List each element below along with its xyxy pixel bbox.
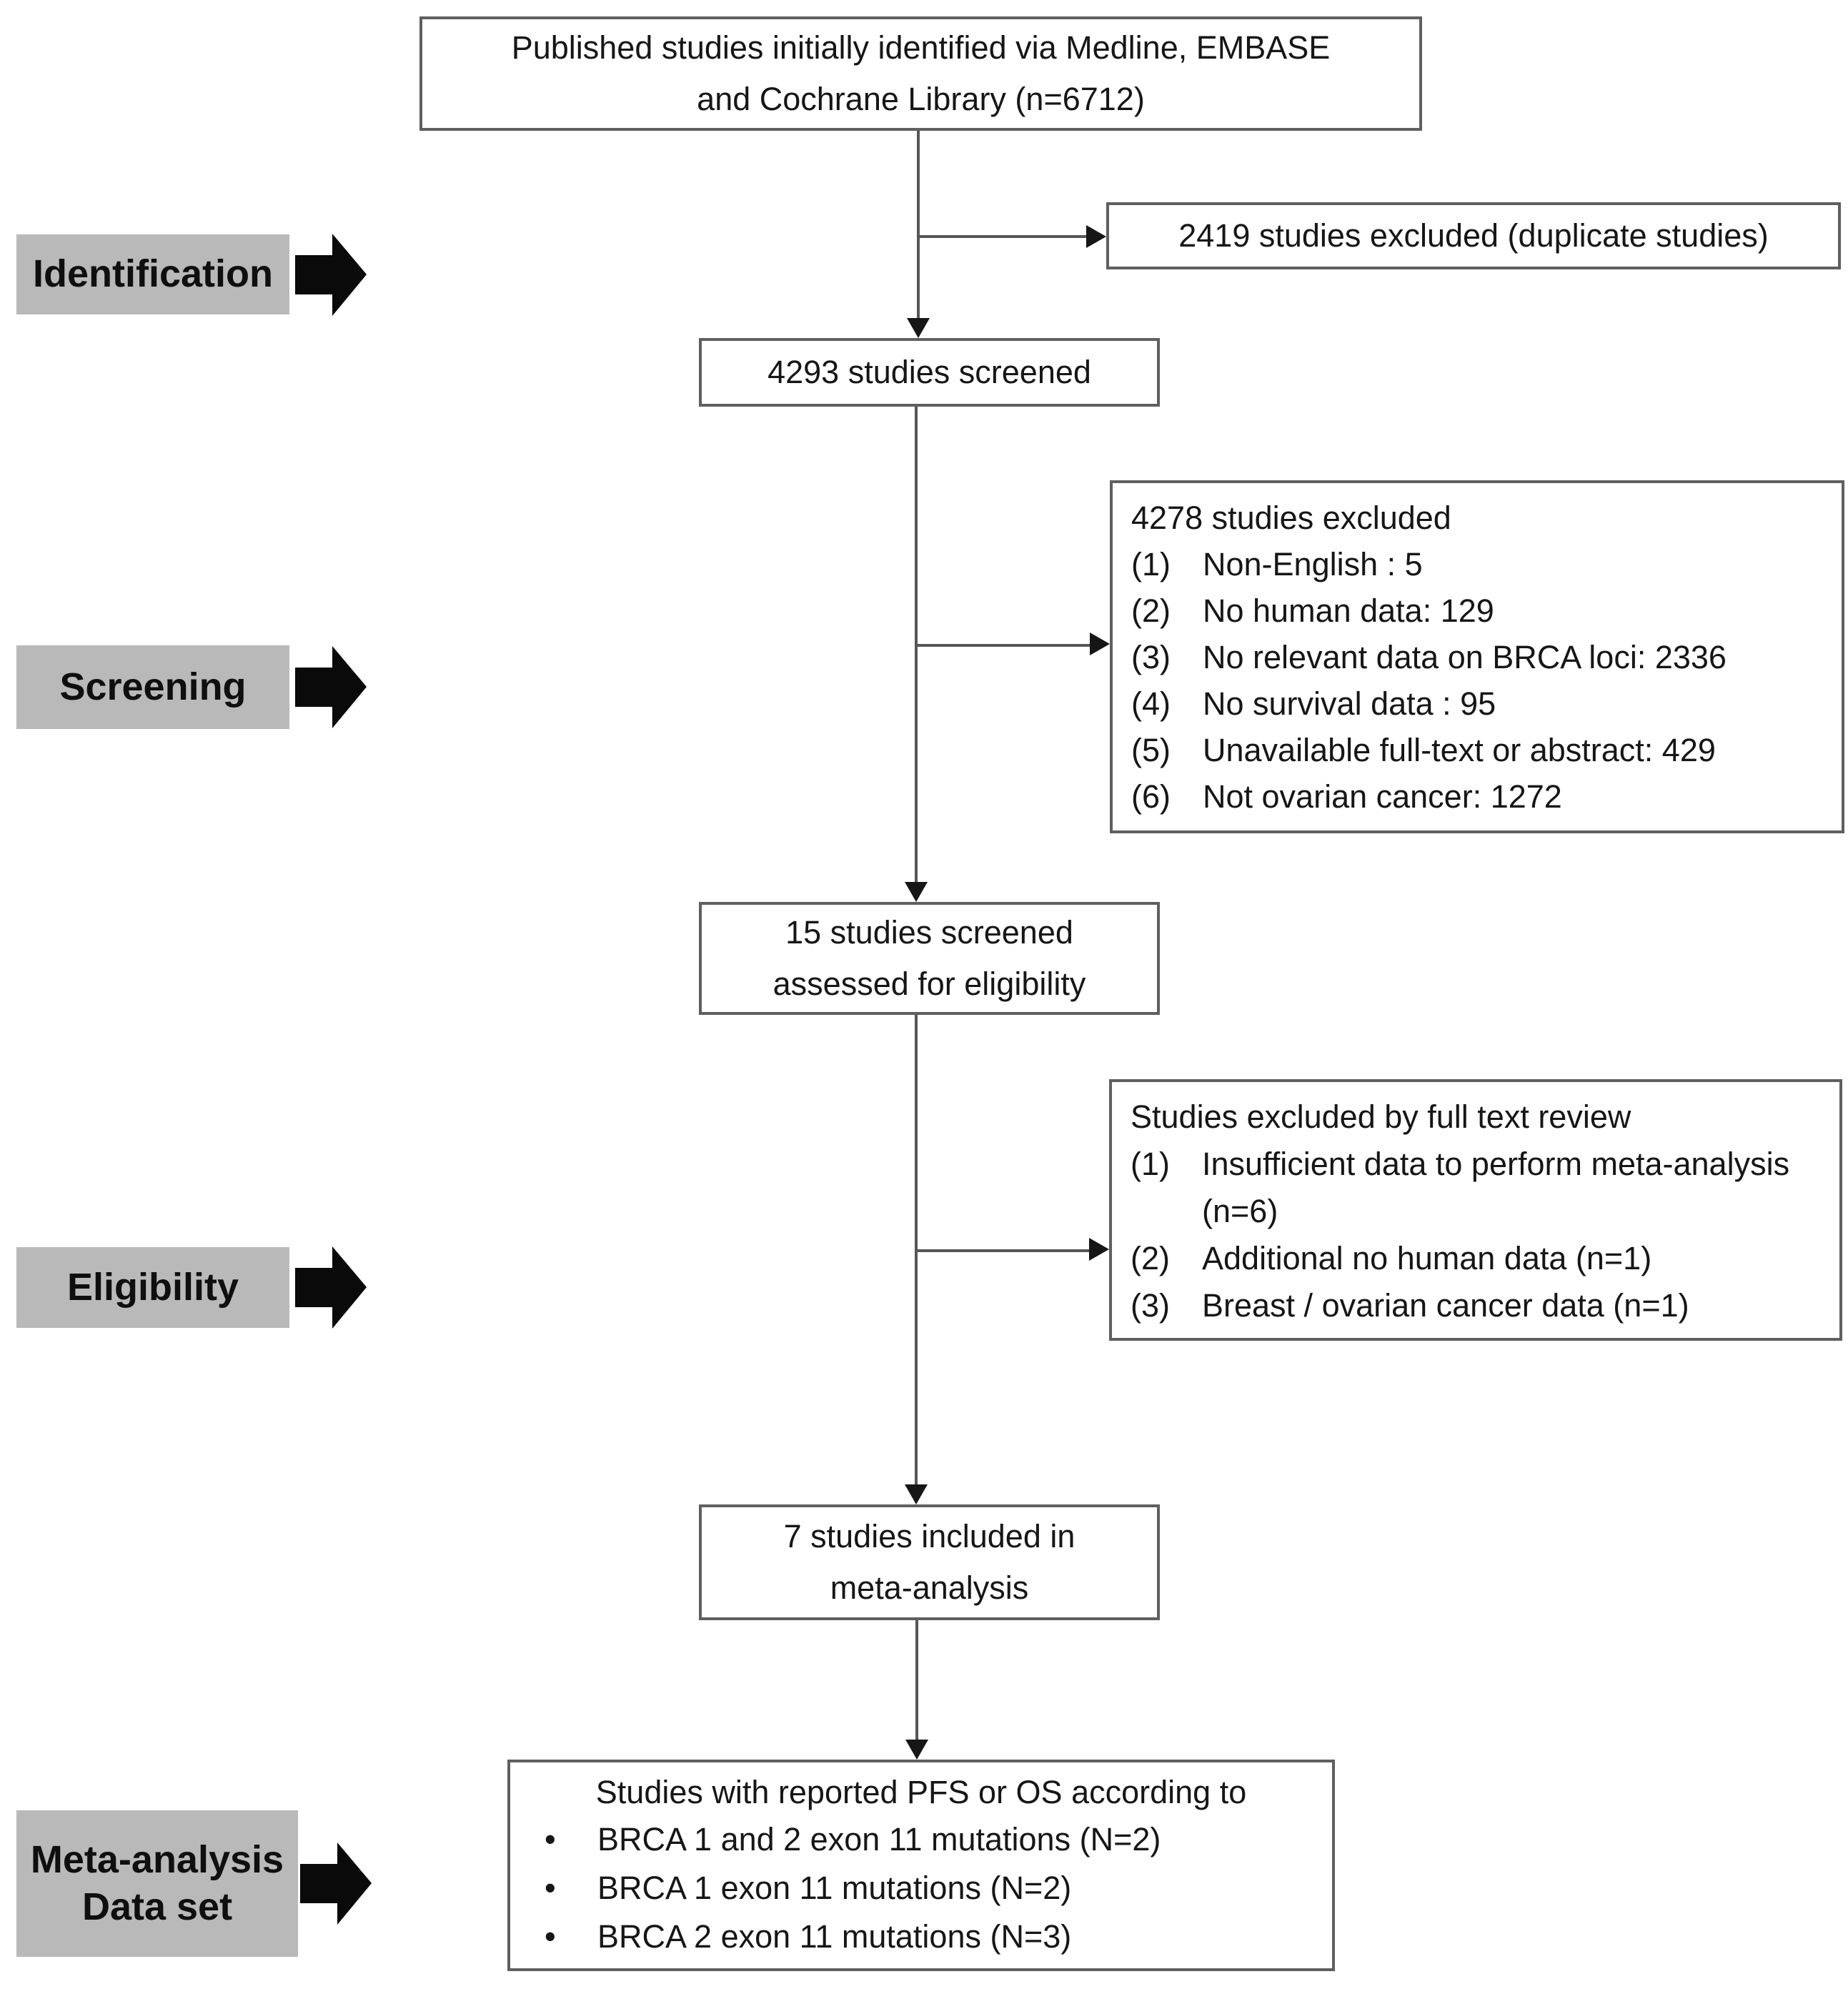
exclusion-item: (3) Breast / ovarian cancer data (n=1) [1131,1282,1825,1329]
box-duplicates-excluded: 2419 studies excluded (duplicate studies… [1106,202,1841,269]
box-included-in-meta-analysis: 7 studies included in meta-analysis [699,1504,1160,1620]
stage-label-text: Screening [59,665,247,708]
stage-label-text: Meta-analysis Data set [30,1837,284,1928]
exclusion-item: (2) No human data: 129 [1131,587,1827,634]
box-screening-excluded: 4278 studies excluded (1) Non-English : … [1110,480,1844,833]
dataset-item: • BRCA 1 exon 11 mutations (N=2) [526,1864,1316,1913]
item-marker: (1) [1131,1146,1170,1182]
item-marker: (3) [1131,1287,1170,1324]
item-marker: (1) [1131,546,1171,582]
connector-identified-screened [917,131,920,318]
connector-branch-screening-excluded [915,644,1090,647]
arrowhead-right-icon [1089,1238,1109,1261]
box-fulltext-excluded: Studies excluded by full text review (1)… [1109,1079,1842,1341]
item-text: Additional no human data (n=1) [1202,1240,1652,1276]
exclusion-item: (6) Not ovarian cancer: 1272 [1131,773,1827,820]
stage-label-screening: Screening [16,645,289,729]
box-text-line: meta-analysis [830,1569,1029,1606]
bullet-icon: • [545,1821,556,1857]
item-text: BRCA 2 exon 11 mutations (N=3) [597,1918,1072,1955]
arrowhead-down-icon [905,1484,928,1504]
dataset-item: • BRCA 2 exon 11 mutations (N=3) [526,1913,1316,1961]
box-text-line: 7 studies included in [783,1518,1075,1554]
stage-arrow-right-icon [295,646,367,728]
item-text: No human data: 129 [1203,592,1494,629]
box-text-line: 4293 studies screened [767,354,1091,390]
item-text: Unavailable full-text or abstract: 429 [1203,732,1716,768]
item-marker: (5) [1131,732,1171,768]
stage-arrow-right-icon [295,234,367,316]
item-text: Non-English : 5 [1203,546,1423,582]
arrowhead-right-icon [1090,633,1110,655]
stage-label-eligibility: Eligibility [16,1247,289,1328]
exclusion-item: (4) No survival data : 95 [1131,680,1827,727]
exclusion-title: Studies excluded by full text review [1131,1098,1631,1135]
item-marker: (2) [1131,1240,1170,1276]
connector-included-dataset [915,1620,918,1740]
stage-arrow-right-icon [300,1842,372,1925]
arrowhead-down-icon [905,882,928,902]
box-assessed-for-eligibility: 15 studies screened assessed for eligibi… [699,902,1160,1015]
box-studies-identified: Published studies initially identified v… [419,16,1422,131]
item-marker: (3) [1131,639,1171,675]
dataset-title: Studies with reported PFS or OS accordin… [595,1774,1247,1810]
item-text: BRCA 1 and 2 exon 11 mutations (N=2) [597,1821,1161,1857]
exclusion-item: (5) Unavailable full-text or abstract: 4… [1131,727,1827,773]
exclusion-item: (1) Non-English : 5 [1131,541,1827,587]
stage-label-text: Eligibility [66,1265,239,1309]
stage-arrow-right-icon [295,1246,367,1329]
item-text: BRCA 1 exon 11 mutations (N=2) [597,1870,1072,1906]
exclusion-item: (1) Insufficient data to perform meta-an… [1131,1141,1825,1235]
bullet-icon: • [545,1918,556,1955]
box-text-line: Published studies initially identified v… [511,29,1331,66]
arrowhead-right-icon [1086,225,1106,248]
item-text: Insufficient data to perform meta-analys… [1202,1146,1790,1229]
box-text-line: assessed for eligibility [773,966,1086,1002]
item-text: Not ovarian cancer: 1272 [1203,778,1562,815]
item-text: Breast / ovarian cancer data (n=1) [1202,1287,1689,1324]
arrowhead-down-icon [905,1740,928,1760]
dataset-item: • BRCA 1 and 2 exon 11 mutations (N=2) [526,1815,1316,1864]
box-text-line: 2419 studies excluded (duplicate studies… [1178,217,1769,254]
box-text-line: and Cochrane Library (n=6712) [697,81,1145,117]
bullet-icon: • [545,1870,556,1906]
box-studies-screened: 4293 studies screened [699,338,1160,407]
connector-branch-fulltext-excluded [915,1249,1089,1252]
stage-label-meta-analysis-data-set: Meta-analysis Data set [16,1810,298,1957]
connector-branch-duplicates [917,235,1086,238]
box-meta-analysis-dataset: Studies with reported PFS or OS accordin… [507,1760,1335,1971]
stage-label-identification: Identification [16,234,289,314]
item-marker: (6) [1131,778,1171,815]
exclusion-title: 4278 studies excluded [1131,500,1451,536]
item-marker: (2) [1131,592,1171,629]
item-marker: (4) [1131,685,1171,722]
stage-label-text: Identification [33,252,273,296]
exclusion-item: (2) Additional no human data (n=1) [1131,1235,1825,1282]
exclusion-item: (3) No relevant data on BRCA loci: 2336 [1131,634,1827,680]
item-text: No survival data : 95 [1203,685,1496,722]
arrowhead-down-icon [907,318,930,338]
box-text-line: 15 studies screened [785,914,1073,951]
item-text: No relevant data on BRCA loci: 2336 [1203,639,1727,675]
